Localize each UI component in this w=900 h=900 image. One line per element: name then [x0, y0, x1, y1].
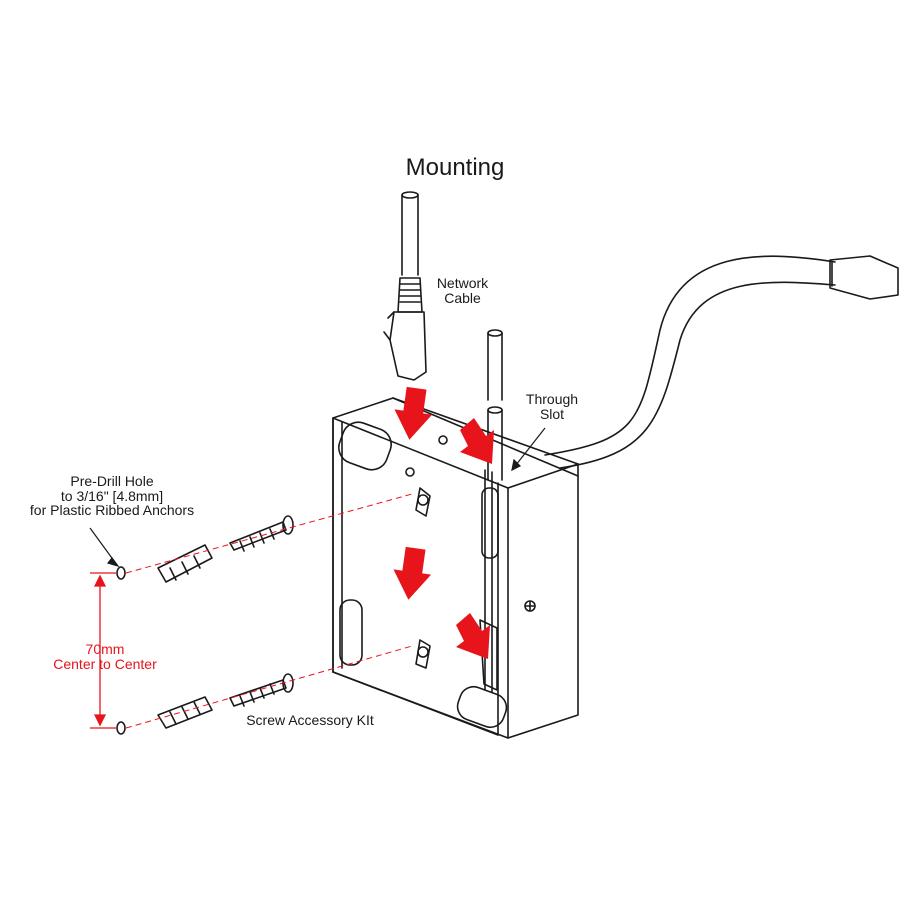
red-down-arrow-icon: [393, 546, 432, 600]
center-spacing-label-line-1: 70mm: [85, 641, 125, 657]
screw-kit-label: Screw Accessory KIt: [246, 712, 374, 728]
side-pad: [481, 487, 499, 559]
small-hole: [438, 435, 448, 445]
ribbed-anchor-icon: [157, 544, 213, 583]
pre-drill-label: Pre-Drill Hole to 3/16" [4.8mm] for Plas…: [22, 474, 202, 518]
corner-pad: [456, 685, 508, 729]
network-cable-label-line-1: Network: [436, 275, 489, 291]
rj45-plug: [389, 311, 427, 381]
small-hole: [405, 467, 415, 477]
drill-hole: [116, 566, 126, 580]
side-screw: [524, 600, 536, 612]
cable-end-plug: [829, 255, 899, 300]
dimension-line: [90, 572, 116, 729]
slot-cable: [487, 329, 503, 481]
network-cable-label: Network Cable: [425, 276, 500, 305]
pre-drill-label-line-3: for Plastic Ribbed Anchors: [29, 502, 195, 519]
through-slot-label-line-2: Slot: [539, 405, 565, 422]
network-cable: [383, 191, 427, 381]
mounting-box: [332, 397, 579, 739]
corner-pad: [338, 421, 392, 471]
cable-boot: [397, 277, 423, 313]
red-down-arrow-icon: [394, 386, 433, 440]
through-slot-label: Through Slot: [512, 392, 592, 421]
corner-pad: [339, 599, 363, 666]
ribbed-anchor-icon: [157, 696, 213, 729]
network-cable-label-line-2: Cable: [444, 289, 481, 306]
center-spacing-label: 70mm Center to Center: [30, 642, 180, 671]
red-down-arrow-icon: [456, 613, 490, 659]
red-down-arrow-icon: [460, 418, 494, 464]
keyhole-slot: [415, 487, 431, 517]
gooseneck-cable: [544, 255, 899, 469]
page-title: Mounting: [405, 154, 505, 181]
drill-hole: [116, 721, 126, 735]
pre-drill-label-line-1: Pre-Drill Hole: [70, 473, 154, 489]
screw-icon: [229, 673, 294, 707]
keyhole-slot: [415, 639, 431, 669]
through-slot-label-line-1: Through: [525, 391, 579, 407]
center-spacing-label-line-2: Center to Center: [53, 655, 157, 672]
screw-icon: [229, 515, 294, 552]
pre-drill-label-line-2: to 3/16" [4.8mm]: [60, 487, 164, 504]
